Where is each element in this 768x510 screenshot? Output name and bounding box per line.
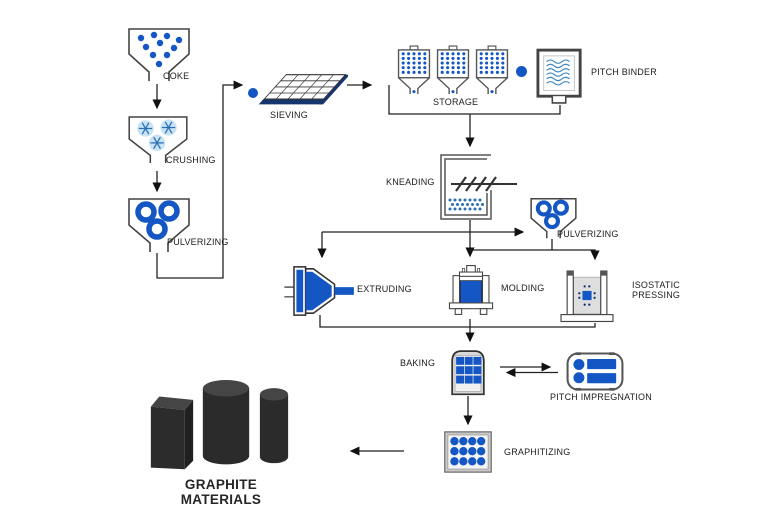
coke-hopper-icon [128, 28, 190, 82]
isostatic-press-icon [560, 268, 614, 323]
extruder-icon [284, 263, 360, 319]
pitch-binder-icon [536, 48, 584, 106]
label-pitch-binder: PITCH BINDER [591, 67, 657, 77]
label-molding: MOLDING [501, 283, 545, 293]
label-sieving: SIEVING [270, 110, 308, 120]
molding-press-icon [448, 264, 494, 316]
pitch-impregnation-icon [566, 351, 624, 392]
storage-silos-icon [397, 45, 509, 95]
label-isostatic-pressing: ISOSTATIC PRESSING [632, 280, 681, 300]
graphite-cylinder-small-icon [259, 386, 289, 468]
label-graphitizing: GRAPHITIZING [504, 447, 571, 457]
graphite-cylinder-large-icon [202, 378, 250, 468]
sieving-screen-icon [254, 72, 348, 114]
mix-dot-icon [516, 66, 527, 77]
graphite-block-icon [150, 388, 194, 471]
baking-kiln-icon [450, 348, 486, 396]
graphitizing-furnace-icon [444, 431, 492, 473]
label-graphite-materials: GRAPHITE MATERIALS [180, 477, 262, 507]
mix-dot-icon [248, 88, 258, 98]
label-coke: COKE [163, 71, 190, 81]
label-pulverizing2: PULVERIZING [557, 229, 619, 239]
pulverizing2-hopper-icon [530, 198, 577, 239]
label-kneading: KNEADING [386, 177, 435, 187]
crushing-hopper-icon [128, 116, 188, 164]
label-crushing: CRUSHING [166, 155, 216, 165]
label-storage: STORAGE [433, 97, 479, 107]
label-extruding: EXTRUDING [357, 284, 412, 294]
label-baking: BAKING [400, 358, 436, 368]
pulverizing-hopper-icon [128, 198, 190, 253]
label-pulverizing: PULVERIZING [167, 237, 229, 247]
label-pitch-impregnation: PITCH IMPREGNATION [550, 392, 652, 402]
kneading-mixer-icon [437, 152, 519, 222]
